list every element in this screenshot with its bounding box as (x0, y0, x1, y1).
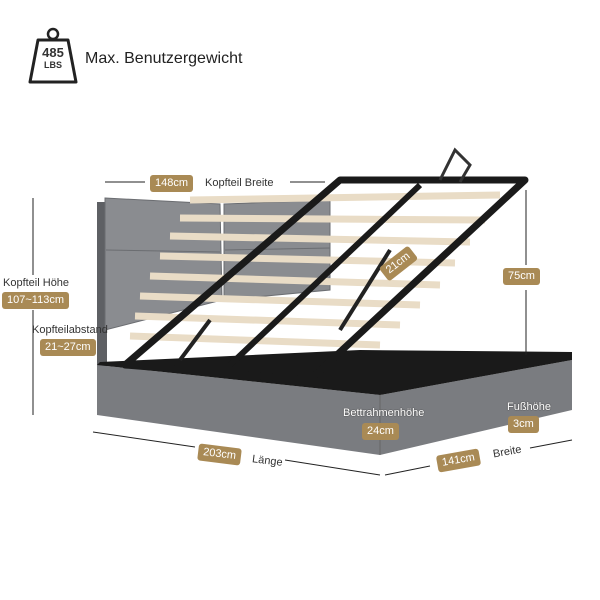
frame-height-badge: 24cm (362, 423, 399, 440)
headboard-gap-label: Kopfteilabstand (32, 324, 108, 336)
headboard-width-badge: 148cm (150, 175, 194, 192)
frame-height-label: Bettrahmenhöhe (343, 407, 425, 419)
foot-height-badge: 3cm (508, 416, 539, 433)
max-weight-label: Max. Benutzergewicht (85, 50, 243, 67)
weight-badge: 485 LBS (42, 45, 64, 70)
headboard-height-badge: 107~113cm (2, 292, 69, 309)
headboard-height-label: Kopfteil Höhe (3, 277, 70, 289)
headboard-width-label: Kopfteil Breite (205, 177, 274, 189)
foot-height-label: Fußhöhe (507, 401, 552, 413)
headboard-gap-badge: 21~27cm (40, 339, 96, 356)
total-height-badge: 75cm (503, 268, 540, 285)
weight-icon (28, 27, 78, 84)
